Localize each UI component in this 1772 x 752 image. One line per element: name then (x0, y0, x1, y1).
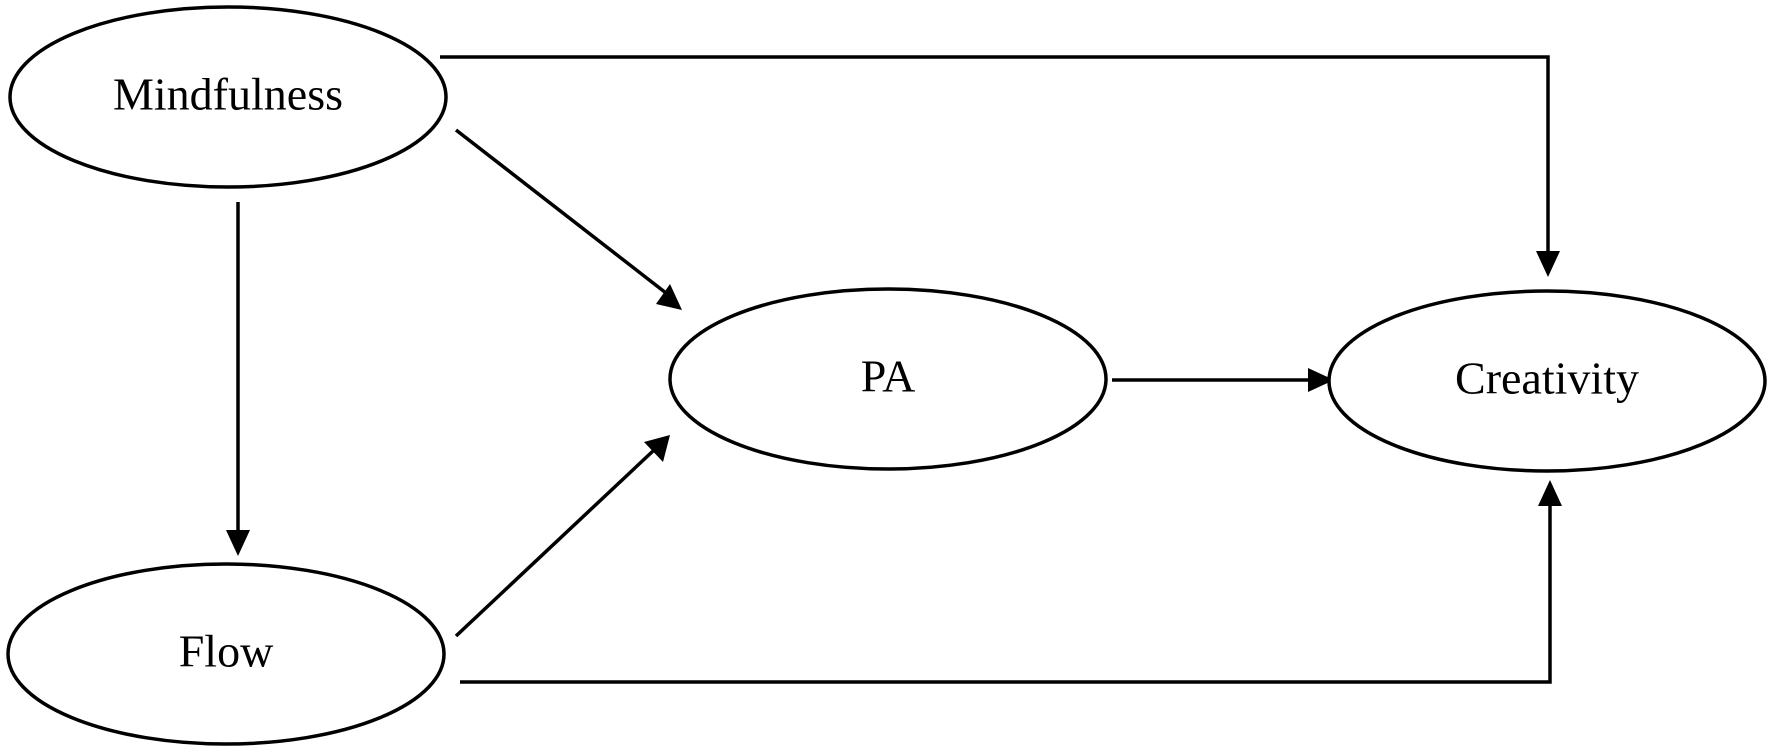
node-creativity-label: Creativity (1455, 353, 1639, 404)
node-mindfulness: Mindfulness (8, 5, 448, 189)
edge-pa-to-creativity (1112, 368, 1334, 392)
node-flow: Flow (6, 562, 446, 746)
node-creativity-ellipse (1327, 289, 1767, 473)
edge-flow-to-pa (454, 435, 670, 638)
node-pa-ellipse (668, 287, 1108, 471)
arrowhead (644, 435, 670, 462)
node-creativity: Creativity (1327, 289, 1767, 473)
arrowhead (1308, 368, 1334, 392)
node-flow-ellipse (6, 562, 446, 746)
node-mindfulness-ellipse (8, 5, 448, 189)
edge-mindfulness-to-creativity (440, 55, 1560, 277)
edge-flow-to-creativity (460, 480, 1562, 684)
node-pa-label: PA (861, 351, 916, 402)
edge-mindfulness-to-pa (454, 128, 682, 310)
arrowhead (1538, 480, 1562, 506)
arrowhead (656, 284, 682, 310)
node-flow-label: Flow (179, 626, 274, 677)
arrowhead (1536, 251, 1560, 277)
node-pa: PA (668, 287, 1108, 471)
node-mindfulness-label: Mindfulness (113, 69, 343, 120)
edges (226, 55, 1562, 684)
arrowhead (226, 530, 250, 556)
edge-mindfulness-to-flow (226, 202, 250, 556)
